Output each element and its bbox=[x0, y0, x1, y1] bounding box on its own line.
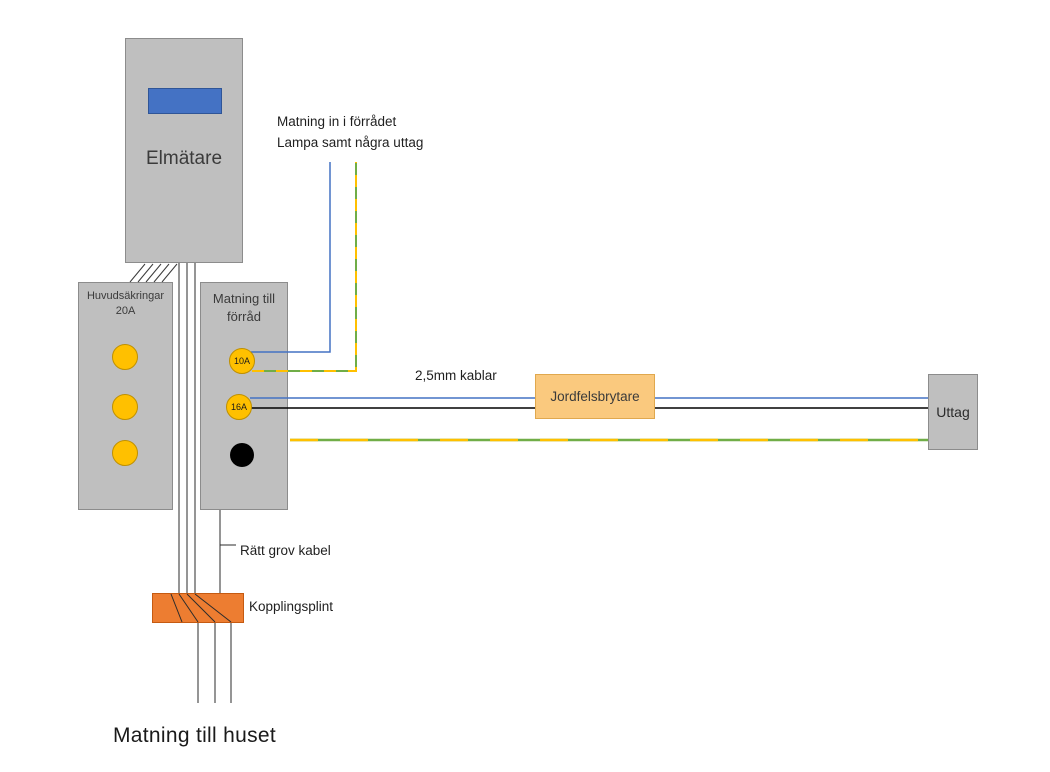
note-shed-feed-line2: Lampa samt några uttag bbox=[277, 135, 424, 150]
shed-feed-label-line2: förråd bbox=[227, 309, 261, 324]
meter-box bbox=[125, 38, 243, 263]
main-fuse-circle-3 bbox=[112, 440, 138, 466]
note-house-feed: Matning till huset bbox=[113, 724, 276, 747]
main-fuse-circle-2 bbox=[112, 394, 138, 420]
note-cable-size: 2,5mm kablar bbox=[415, 368, 497, 383]
house-feed-lines bbox=[197, 623, 232, 703]
neutral-terminal-circle bbox=[230, 443, 254, 467]
rcd-label: Jordfelsbrytare bbox=[550, 389, 640, 404]
thick-cable-line bbox=[219, 510, 236, 593]
shed-feed-label-line1: Matning till bbox=[212, 291, 276, 306]
meter-feed-lines bbox=[178, 263, 196, 593]
main-fuse-label-line1: Huvudsäkringar bbox=[86, 290, 165, 302]
fuse-10a: 10A bbox=[229, 348, 255, 374]
rcd-box: Jordfelsbrytare bbox=[535, 374, 655, 419]
meter-to-fuse-hatch bbox=[129, 263, 178, 283]
note-shed-feed-line1: Matning in i förrådet bbox=[277, 114, 397, 129]
meter-display bbox=[148, 88, 222, 114]
outlet-label: Uttag bbox=[936, 404, 970, 420]
meter-label: Elmätare bbox=[145, 148, 223, 169]
main-fuse-circle-1 bbox=[112, 344, 138, 370]
terminal-block bbox=[152, 593, 244, 623]
outlet-box: Uttag bbox=[928, 374, 978, 450]
note-thick-cable: Rätt grov kabel bbox=[240, 543, 331, 558]
main-fuse-label-line2: 20A bbox=[115, 305, 136, 317]
fuse-16a: 16A bbox=[226, 394, 252, 420]
note-terminal-block: Kopplingsplint bbox=[249, 599, 334, 614]
